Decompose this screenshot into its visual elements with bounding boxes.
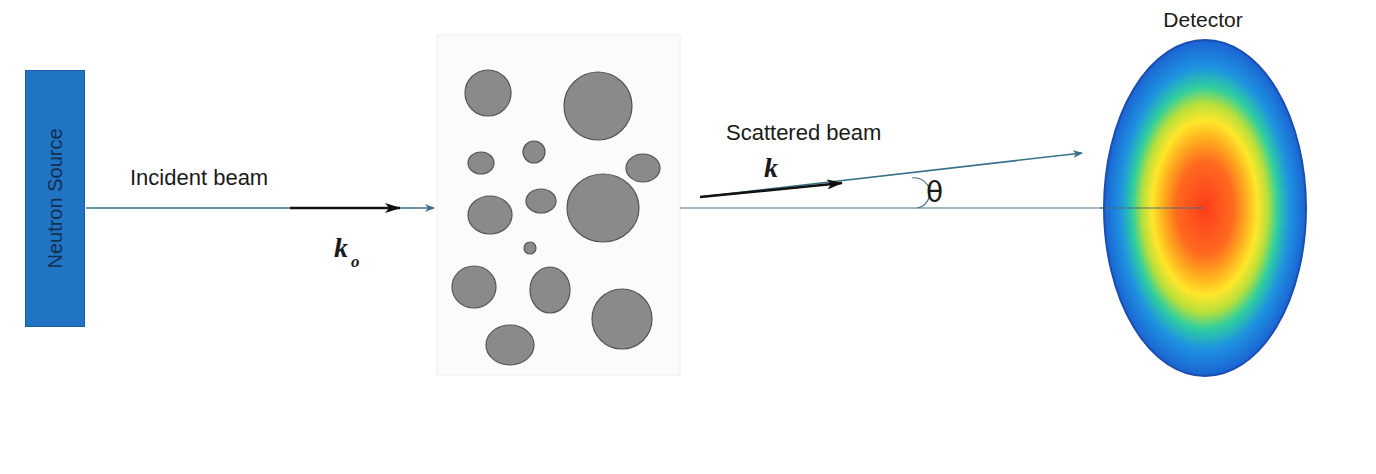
particle — [567, 174, 639, 242]
sample-panel — [437, 35, 680, 375]
beam-label: Incident beam — [130, 165, 268, 191]
particle — [530, 267, 570, 313]
wave-vector-arrow — [700, 183, 842, 197]
beam-label: Scattered beam — [726, 120, 881, 146]
detector-shape — [1100, 8, 1310, 378]
particle — [523, 141, 545, 163]
axis-line — [680, 207, 1110, 208]
particle — [626, 154, 660, 182]
axis-line — [1100, 207, 1205, 208]
wave-vector-arrow — [290, 207, 400, 210]
particle — [452, 266, 496, 308]
particle — [524, 242, 536, 254]
detector-node: Detector — [1100, 8, 1310, 378]
vector-symbol: k — [334, 232, 348, 264]
detector-label: Detector — [1163, 8, 1242, 32]
source-box: Neutron Source — [25, 70, 85, 327]
sample-particles — [452, 70, 660, 365]
particle — [564, 72, 632, 140]
particle — [465, 70, 511, 116]
scattered-beam-line — [700, 153, 1082, 197]
particle — [468, 152, 494, 174]
particle — [526, 189, 556, 213]
vector-symbol: k — [764, 152, 778, 184]
particle — [592, 289, 652, 349]
angle-symbol: θ — [926, 176, 943, 209]
incident-beam-line — [86, 207, 434, 209]
vector-subscript: o — [351, 252, 360, 272]
source-label: Neutron Source — [44, 128, 67, 268]
particle — [468, 196, 512, 234]
particle — [486, 325, 534, 365]
